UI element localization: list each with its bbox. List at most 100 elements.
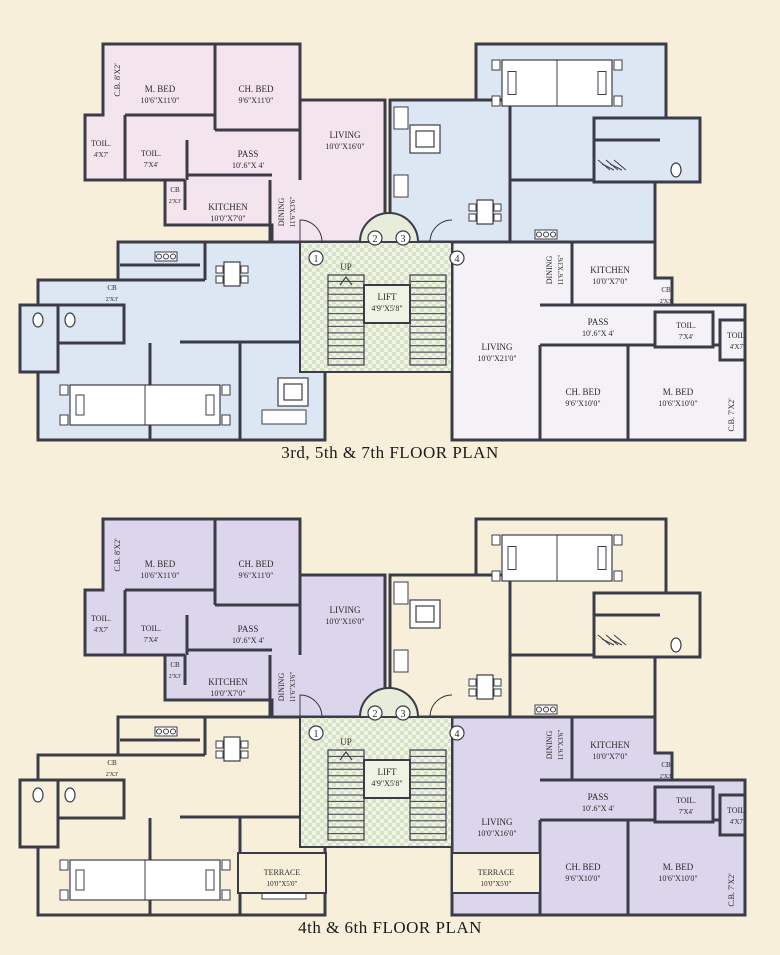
se-cb-label: CB: [661, 761, 671, 769]
wall: [609, 163, 623, 171]
se-toil1-label: TOIL.: [676, 796, 696, 805]
lift-size: 4'9"X5'8": [371, 304, 402, 313]
se-mbed-label: M. BED: [663, 862, 694, 872]
staircase: [409, 274, 447, 366]
nw-mbed-size: 10'6"X11'0": [141, 571, 180, 580]
nw-toil2-size: 7'X4': [144, 636, 159, 644]
nw-pass-size: 10'.6"X 4': [232, 161, 264, 170]
sw-cb-size: 2'X3': [106, 772, 119, 778]
se-chbed-size: 9'6"X10'0": [565, 399, 600, 408]
se-pass-size: 10'.6"X 4': [582, 804, 614, 813]
se-chbed-label: CH. BED: [565, 862, 601, 872]
nw-mbed-label: M. BED: [145, 559, 176, 569]
nw-kitchen-label: KITCHEN: [208, 677, 248, 687]
se-mbed-size: 10'6"X10'0": [658, 399, 697, 408]
se-pass-size: 10'.6"X 4': [582, 329, 614, 338]
se-toilet-wall: [653, 310, 715, 349]
side-table-icon: [221, 859, 231, 871]
se-cb2-label: C.B. 7'X2': [727, 873, 736, 907]
ne-toilet-wall: [592, 591, 702, 659]
se-toilet-wall: [653, 785, 715, 824]
se-kitchen-label: KITCHEN: [590, 740, 630, 750]
side-table-icon: [613, 59, 623, 71]
lift-label: LIFT: [378, 292, 398, 302]
flat-1-number: 1: [314, 254, 319, 265]
up-label: UP: [340, 737, 352, 747]
side-table-icon: [59, 859, 69, 871]
sofa-icon: [409, 124, 441, 154]
ne-kitchen-wall: [508, 178, 657, 244]
flat-1-marker: [308, 725, 324, 741]
se-dining-size: 11'6"X3'6": [557, 730, 565, 761]
se-cb-size: 2'X3': [660, 299, 673, 305]
ne-kitchen-wall: [508, 653, 657, 719]
se-living-label: LIVING: [482, 342, 513, 352]
stove-icon: [534, 704, 558, 715]
se-toil1-size: 7'X4': [679, 333, 694, 341]
toilet-icon: [670, 162, 682, 178]
wall: [601, 163, 615, 171]
side-table-icon: [491, 570, 501, 582]
armchair-icon: [393, 174, 409, 198]
side-table-icon: [613, 570, 623, 582]
flat-1-number: 1: [314, 729, 319, 740]
double-bed-icon: [59, 384, 231, 426]
flat-2-number: 2: [373, 234, 378, 245]
side-table-icon: [491, 95, 501, 107]
flat-1-marker: [308, 250, 324, 266]
nw-cb2-size: 2'X3': [169, 199, 182, 205]
nw-cb2-size: 2'X3': [169, 674, 182, 680]
double-bed-icon: [491, 534, 623, 582]
flat-4-number: 4: [455, 729, 460, 740]
lift-label: LIFT: [378, 767, 398, 777]
dining-table-icon: [215, 261, 249, 287]
se-dining-label: DINING: [545, 731, 554, 760]
sofa-icon: [409, 599, 441, 629]
nw-cb-label: C.B. 8'X2': [113, 63, 122, 97]
double-bed-icon: [59, 859, 231, 901]
door-swing: [429, 694, 453, 718]
staircase: [327, 274, 365, 366]
double-bed-icon: [491, 59, 623, 107]
se-mbed-label: M. BED: [663, 387, 694, 397]
se-chbed-label: CH. BED: [565, 387, 601, 397]
flat-3-number: 3: [401, 234, 406, 245]
side-table-icon: [613, 534, 623, 546]
nw-chbed-size: 9'6"X11'0": [239, 571, 274, 580]
flat-3-number: 3: [401, 709, 406, 720]
nw-chbed-size: 9'6"X11'0": [239, 96, 274, 105]
terrace-w-label: TERRACE: [264, 868, 301, 877]
sw-cb-label: CB: [107, 759, 117, 767]
se-toil2-label: TOIL.: [727, 331, 747, 340]
nw-cb2-label: CB: [170, 661, 180, 669]
se-living-size: 10'0"X16'0": [477, 829, 516, 838]
nw-cb2-label: CB: [170, 186, 180, 194]
lift-shaft: [363, 284, 411, 324]
up-arrow: [339, 276, 353, 286]
wall: [613, 159, 627, 171]
nw-kitchen-size: 10'0"X7'0": [210, 689, 245, 698]
se-toil2-size: 4'X7': [730, 343, 745, 351]
flat-2-marker: [367, 230, 383, 246]
side-table-icon: [221, 384, 231, 396]
staircase: [409, 749, 447, 841]
flat-2-marker: [367, 705, 383, 721]
nw-kitchen-size: 10'0"X7'0": [210, 214, 245, 223]
se-toilet2-wall: [718, 793, 747, 837]
se-toil2-size: 4'X7': [730, 818, 745, 826]
toilet-icon: [32, 312, 44, 328]
se-chbed-size: 9'6"X10'0": [565, 874, 600, 883]
se-kitchen-size: 10'0"X7'0": [592, 277, 627, 286]
sw-cb-label: CB: [107, 284, 117, 292]
door-swing: [429, 219, 453, 243]
se-toil1-label: TOIL.: [676, 321, 696, 330]
nw-toil2-size: 7'X4': [144, 161, 159, 169]
se-mbed-size: 10'6"X10'0": [658, 874, 697, 883]
stove-icon: [154, 251, 178, 262]
nw-toil1-size: 4'X7': [94, 151, 109, 159]
armchair-icon: [393, 581, 409, 605]
armchair-icon: [393, 649, 409, 673]
nw-mbed-label: M. BED: [145, 84, 176, 94]
side-table-icon: [491, 59, 501, 71]
